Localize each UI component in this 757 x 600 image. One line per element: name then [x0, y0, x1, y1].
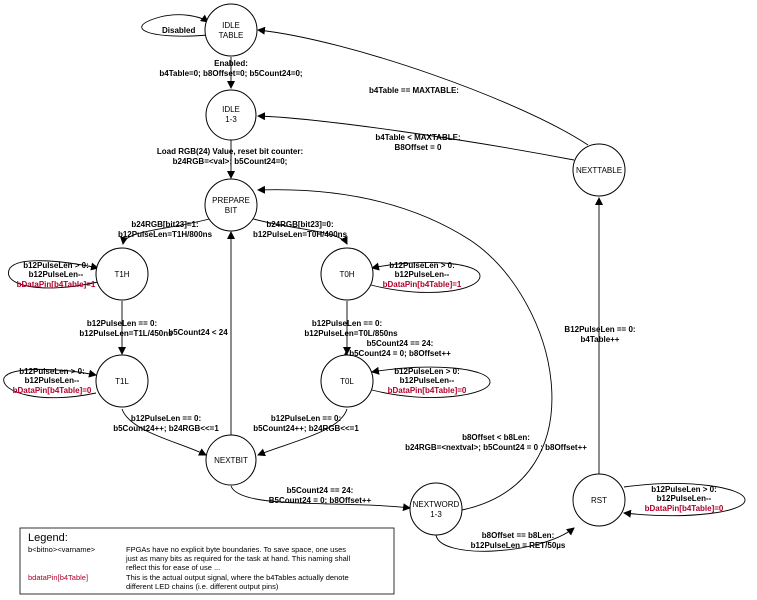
state-t1l: T1L: [95, 354, 149, 408]
state-label: T1H: [114, 270, 129, 279]
label-to-t0h: b24RGB[bit23]=0:: [266, 220, 333, 229]
label-to-t1h: b12PulseLen=T1H/800ns: [118, 230, 213, 239]
label-load-rgb: Load RGB(24) Value, reset bit counter:: [157, 147, 303, 156]
label-t0h-loop-signal: bDataPin[b4Table]=1: [383, 280, 462, 289]
label-nextword-back: b8Offset < b8Len:: [462, 433, 530, 442]
label-rst-loop: b12PulseLen--: [657, 494, 712, 503]
label-t1l-loop: b12PulseLen > 0:: [19, 367, 85, 376]
edge-t1l-loop: [3, 368, 97, 399]
state-t0h: T0H: [320, 247, 374, 301]
label-nextword-back: b24RGB=<nextval>; b5Count24 = 0 ; b8Offs…: [405, 443, 587, 452]
state-idle-table: IDLE TABLE: [204, 3, 258, 57]
label-t1l-loop-signal: bDataPin[b4Table]=0: [13, 386, 92, 395]
state-label: T1L: [115, 377, 129, 386]
state-label: RST: [591, 496, 607, 505]
state-label: IDLE: [222, 105, 240, 114]
label-t1h-to-t1l: b12PulseLen == 0:: [87, 319, 157, 328]
edge-t0h-loop: [370, 262, 481, 293]
legend-desc-naming: reflect this for ease of use ...: [126, 563, 220, 572]
edge-t1h-loop: [8, 260, 99, 289]
edge-labels: Disabled Enabled: b4Table=0; b8Offset=0;…: [13, 26, 724, 550]
state-prepare-bit: PREPARE BIT: [204, 178, 258, 232]
edge-to-t0h: [249, 217, 348, 245]
state-t0l: T0L: [320, 354, 374, 408]
state-label: NEXTBIT: [214, 456, 248, 465]
state-idle-1-3: IDLE 1-3: [205, 89, 257, 141]
label-t1l-to-nextbit: b12PulseLen == 0:: [131, 414, 201, 423]
edge-t1l-to-nextbit: [121, 408, 207, 456]
state-nextword: NEXTWORD 1-3: [409, 482, 463, 536]
label-nexttable-to-idle: b4Table < MAXTABLE:: [375, 133, 460, 142]
state-label: TABLE: [219, 31, 244, 40]
state-label: 1-3: [430, 510, 442, 519]
label-enabled: b4Table=0; b8Offset=0; b5Count24=0;: [159, 69, 302, 78]
label-t1l-to-nextbit: b5Count24++; b24RGB<<=1: [113, 424, 219, 433]
label-nextbit-to-nextword: B5Count24 = 0; b8Offset++: [269, 496, 372, 505]
label-nextword-to-rst: b12PulseLen = RET/50µs: [471, 541, 566, 550]
edge-t0l-to-nextbit: [257, 408, 348, 457]
state-label: 1-3: [225, 115, 237, 124]
edge-nextword-back: [257, 185, 553, 511]
label-enabled: Enabled:: [214, 59, 248, 68]
state-label: T0H: [339, 270, 354, 279]
legend-desc-signal: different LED chains (i.e. different out…: [126, 582, 279, 591]
label-t0l-to-nextbit: b12PulseLen == 0:: [271, 414, 341, 423]
state-label: T0L: [340, 377, 354, 386]
label-t0h-to-t0l: b12PulseLen=T0L/850ns: [304, 329, 398, 338]
state-label: NEXTWORD: [413, 500, 460, 509]
legend: Legend: b<bitno><varname> FPGAs have no …: [19, 527, 395, 595]
edge-nextbit-to-nextword: [230, 485, 411, 512]
label-load-rgb: b24RGB=<val>; b5Count24=0;: [173, 157, 288, 166]
legend-key-signal: bdataPin[b4Table]: [28, 573, 88, 582]
label-nexttable-to-idle: B8Offset = 0: [395, 143, 442, 152]
label-nextword-to-rst: b8Offset == b8Len:: [482, 531, 554, 540]
edge-nexttable-to-idle: [257, 112, 575, 161]
label-to-t1h: b24RGB[bit23]=1:: [131, 220, 198, 229]
edge-rst-loop: [623, 483, 746, 518]
state-label: IDLE: [222, 21, 240, 30]
transition-edges: [3, 14, 746, 552]
label-nextbit-to-nextword: b5Count24 == 24:: [287, 486, 354, 495]
edge-t0l-loop: [371, 366, 491, 398]
label-t0h-loop: b12PulseLen > 0:: [389, 261, 455, 270]
label-rst-loop-signal: bDataPin[b4Table]=0: [645, 504, 724, 513]
state-nexttable: NEXTTABLE: [572, 143, 626, 197]
legend-desc-naming: FPGAs have no explicit byte boundaries. …: [126, 545, 346, 554]
label-t1l-loop: b12PulseLen--: [25, 376, 80, 385]
legend-desc-naming: just as many bits as required for the ta…: [125, 554, 350, 563]
label-t0l-to-nextbit: b5Count24++; b24RGB<<=1: [253, 424, 359, 433]
legend-key-naming: b<bitno><varname>: [28, 545, 96, 554]
edge-to-t1h: [120, 217, 214, 245]
label-t0l-loop: b12PulseLen--: [400, 376, 455, 385]
label-t0h-loop: b12PulseLen--: [395, 270, 450, 279]
label-to-t0h: b12PulseLen=T0H/400ns: [253, 230, 348, 239]
label-nextbit-back: b5Count24 < 24: [168, 328, 228, 337]
label-rst-to-nexttable: B12PulseLen == 0:: [564, 325, 635, 334]
state-label: PREPARE: [212, 196, 250, 205]
label-rst-to-nexttable: b4Table++: [581, 335, 620, 344]
state-label: NEXTTABLE: [576, 166, 622, 175]
state-label: BIT: [225, 206, 238, 215]
label-t1h-loop: b12PulseLen > 0:: [23, 261, 89, 270]
label-disabled: Disabled: [162, 26, 195, 35]
state-nextbit: NEXTBIT: [205, 434, 257, 486]
label-count24-reset: b5Count24 = 0; b8Offset++: [349, 349, 451, 358]
label-count24-reset: b5Count24 == 24:: [367, 339, 434, 348]
legend-title: Legend:: [28, 532, 68, 544]
label-t0h-to-t0l: b12PulseLen == 0:: [312, 319, 382, 328]
edge-nextword-to-rst: [435, 527, 575, 552]
label-t0l-loop-signal: bDataPin[b4Table]=0: [388, 386, 467, 395]
state-t1h: T1H: [95, 247, 149, 301]
label-t0l-loop: b12PulseLen > 0:: [394, 367, 460, 376]
label-t1h-to-t1l: b12PulseLen=T1L/450ns: [79, 329, 173, 338]
label-t1h-loop: b12PulseLen--: [29, 270, 84, 279]
edge-nexttable-to-table: [257, 26, 589, 146]
edge-disabled-loop: [141, 14, 209, 37]
label-t1h-loop-signal: bDataPin[b4Table]=1: [17, 280, 96, 289]
label-nexttable-to-table: b4Table == MAXTABLE:: [369, 86, 459, 95]
label-rst-loop: b12PulseLen > 0:: [651, 485, 717, 494]
state-rst: RST: [572, 473, 626, 527]
legend-desc-signal: This is the actual output signal, where …: [126, 573, 349, 582]
